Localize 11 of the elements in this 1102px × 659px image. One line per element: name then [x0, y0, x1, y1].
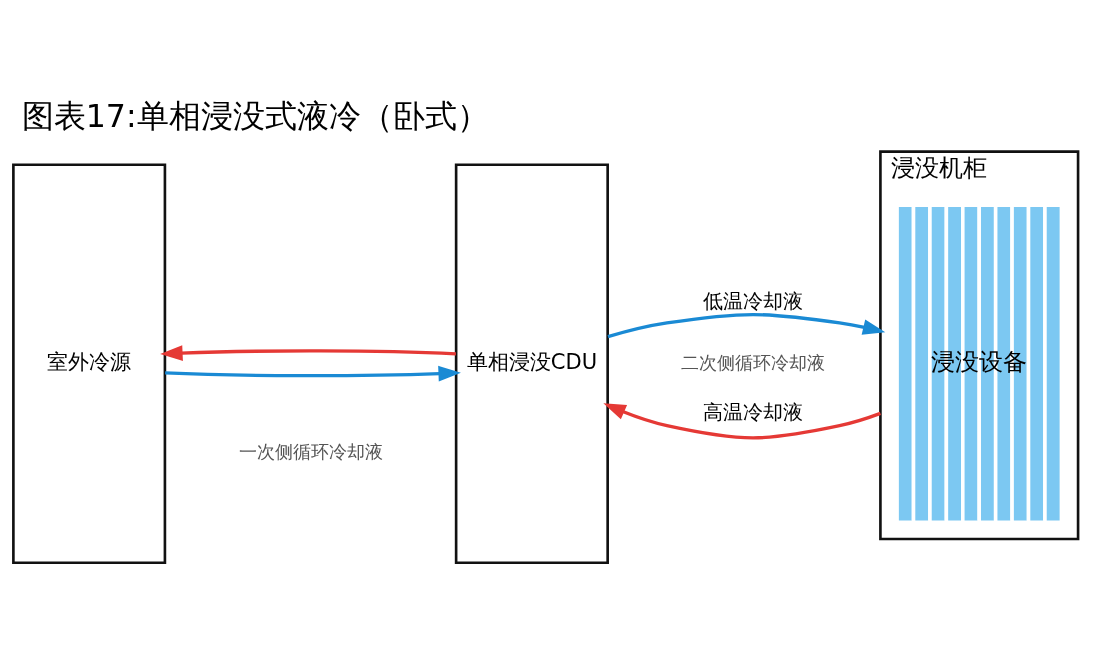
arrow: [165, 365, 461, 382]
edge-label: 低温冷却液: [703, 290, 804, 314]
node-box: 单相浸没CDU: [454, 163, 609, 565]
label: 二次侧循环冷却液: [681, 351, 826, 373]
label: 一次侧循环冷却液: [238, 441, 383, 463]
node-box: 室外冷源: [12, 163, 167, 565]
arrow: [607, 312, 886, 339]
arrow: [160, 345, 456, 361]
edge-label: 高温冷却液: [703, 401, 804, 425]
diagram-title: 图表17:单相浸没式液冷（卧式）: [21, 97, 489, 134]
arrow: [603, 403, 881, 440]
